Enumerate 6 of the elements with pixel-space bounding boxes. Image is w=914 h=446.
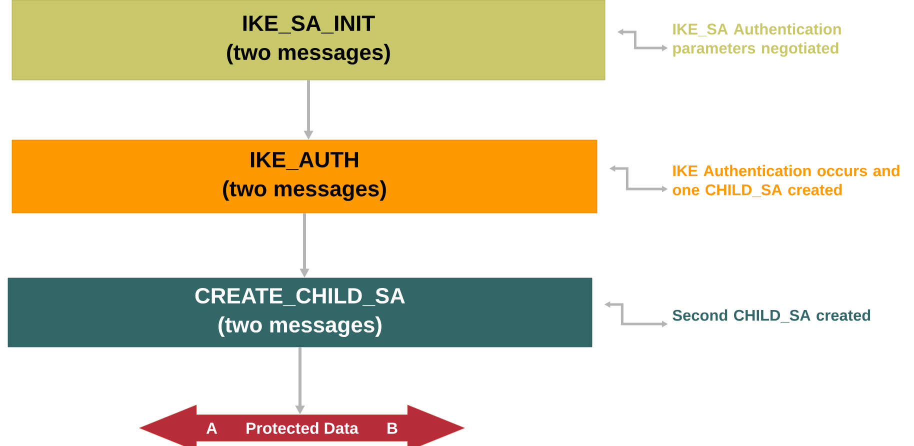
process-box: CREATE_CHILD_SA (two messages) [8, 278, 592, 348]
process-box: IKE_AUTH (two messages) [12, 140, 598, 214]
process-box: IKE_SA_INIT (two messages) [12, 0, 606, 80]
annotation-text: IKE Authentication occurs and one CHILD_SA created [672, 164, 900, 198]
annotation-text: IKE_SA Authentication parameters negotiated [673, 23, 841, 57]
annotation-text: Second CHILD_SA created [672, 309, 870, 323]
